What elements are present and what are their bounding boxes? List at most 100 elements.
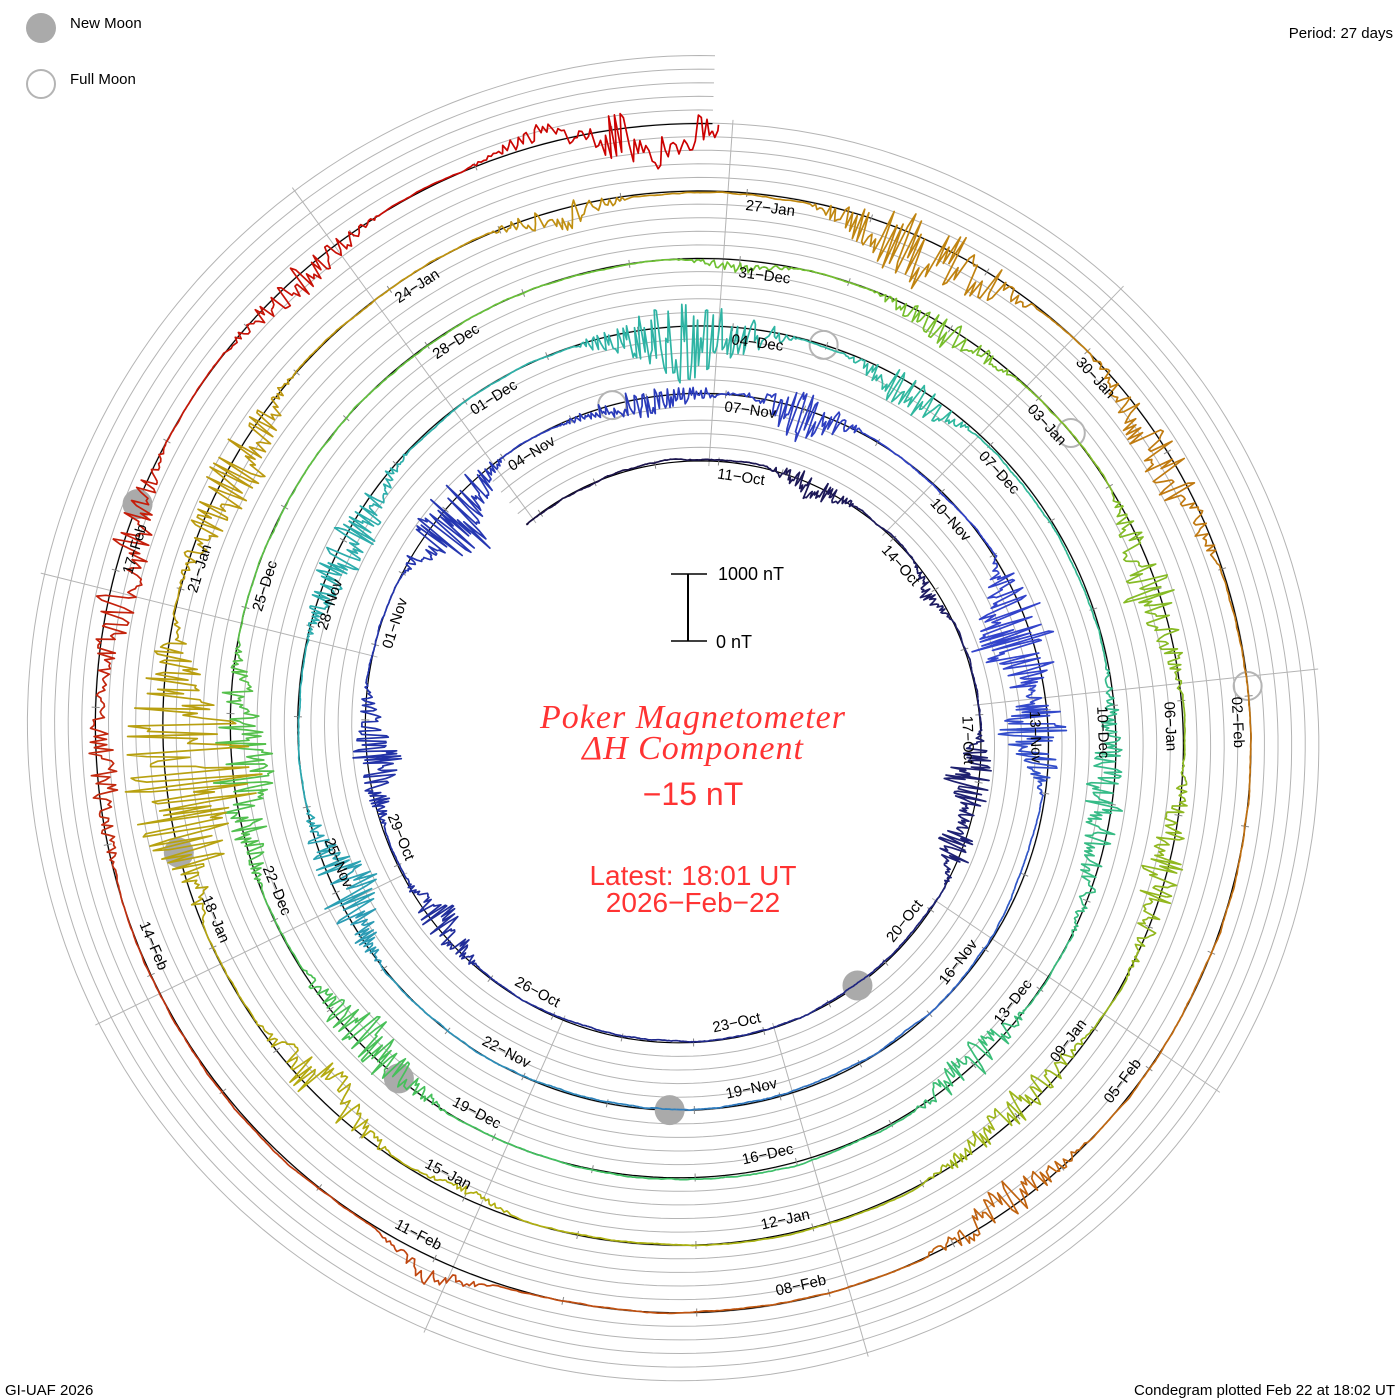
trace-segment bbox=[799, 338, 846, 355]
trace-segment bbox=[1112, 947, 1140, 1002]
date-label: 11−Oct bbox=[716, 465, 766, 489]
day-tick bbox=[339, 537, 348, 543]
day-tick bbox=[1218, 567, 1227, 571]
day-tick bbox=[731, 323, 734, 332]
latest-time: Latest: 18:01 UT bbox=[589, 860, 796, 891]
day-tick bbox=[326, 1006, 334, 1013]
grid-spiral bbox=[67, 95, 1279, 1341]
day-tick bbox=[176, 587, 185, 591]
full-moon-legend-icon bbox=[26, 69, 56, 99]
trace-segment bbox=[227, 397, 282, 461]
trace-segment bbox=[880, 1023, 916, 1051]
day-tick bbox=[473, 162, 478, 171]
trace-segment bbox=[1004, 686, 1067, 728]
trace-segment bbox=[833, 206, 899, 262]
trace-segment bbox=[443, 390, 482, 420]
trace-segment bbox=[549, 412, 588, 430]
day-tick bbox=[1177, 699, 1186, 702]
day-tick bbox=[1107, 803, 1116, 806]
date-label: 04−Dec bbox=[730, 331, 784, 355]
trace-segment bbox=[521, 348, 566, 368]
legend-full-moon: Full Moon bbox=[70, 71, 136, 88]
trace-segment bbox=[360, 364, 403, 403]
trace-segment bbox=[167, 1010, 206, 1070]
trace-segment bbox=[391, 561, 417, 594]
full-moon-marker bbox=[808, 329, 839, 360]
radial-grid-line bbox=[708, 119, 734, 467]
trace-segment bbox=[1242, 658, 1252, 724]
trace-segment bbox=[963, 344, 1015, 378]
trace-segment bbox=[302, 788, 322, 833]
trace-segment bbox=[749, 1022, 784, 1035]
trace-segment bbox=[171, 862, 209, 925]
trace-segment bbox=[299, 652, 307, 698]
day-tick bbox=[938, 488, 945, 496]
trace-segment bbox=[1030, 1044, 1077, 1093]
trace-segment bbox=[202, 923, 231, 980]
trace-segment bbox=[1088, 1090, 1135, 1142]
trace-segment bbox=[1085, 775, 1124, 822]
trace-segment bbox=[526, 506, 553, 526]
trace-segment bbox=[714, 1032, 750, 1041]
trace-segment bbox=[484, 447, 517, 481]
trace-segment bbox=[601, 1306, 669, 1315]
trace-segment bbox=[183, 500, 229, 565]
trace-segment bbox=[776, 1154, 826, 1171]
day-tick bbox=[332, 890, 340, 895]
trace-segment bbox=[732, 460, 765, 467]
trace-segment bbox=[881, 213, 962, 290]
trace-segment bbox=[420, 904, 459, 947]
trace-segment bbox=[1123, 560, 1175, 615]
trace-segment bbox=[1013, 375, 1056, 416]
radial-grid-line bbox=[931, 897, 1221, 1093]
full-moon-marker bbox=[1232, 670, 1263, 701]
trace-segment bbox=[539, 1007, 574, 1023]
trace-segment bbox=[215, 691, 267, 745]
trace-segment bbox=[431, 1097, 475, 1129]
trace-segment bbox=[803, 1069, 844, 1088]
trace-segment bbox=[646, 191, 710, 197]
radial-grid-line bbox=[95, 872, 408, 1026]
trace-segment bbox=[953, 791, 987, 829]
day-tick bbox=[1020, 872, 1029, 877]
trace-segment bbox=[138, 948, 170, 1012]
legend-new-moon: New Moon bbox=[70, 15, 142, 32]
trace-segment bbox=[544, 269, 599, 286]
trace-segment bbox=[95, 610, 130, 680]
trace-segment bbox=[643, 1038, 679, 1042]
trace-segment bbox=[478, 967, 509, 992]
date-label: 01−Nov bbox=[379, 595, 411, 650]
trace-segment bbox=[957, 630, 972, 663]
trace-segment bbox=[1054, 414, 1093, 460]
trace-segment bbox=[493, 284, 545, 307]
trace-segment bbox=[1202, 533, 1230, 596]
trace-segment bbox=[655, 303, 707, 384]
trace-segment bbox=[1158, 479, 1209, 537]
trace-segment bbox=[89, 678, 109, 749]
trace-segment bbox=[1100, 676, 1120, 728]
day-tick bbox=[442, 506, 449, 513]
current-value: −15 nT bbox=[643, 776, 744, 812]
chart-title: Poker Magnetometer bbox=[539, 699, 846, 736]
trace-segment bbox=[742, 392, 783, 417]
trace-segment bbox=[180, 357, 222, 417]
trace-segment bbox=[264, 899, 291, 948]
trace-segment bbox=[408, 418, 445, 451]
day-tick bbox=[802, 405, 807, 414]
trace-segment bbox=[938, 826, 974, 864]
trace-segment bbox=[844, 970, 875, 992]
trace-segment bbox=[246, 845, 267, 901]
radial-grid-line bbox=[40, 572, 378, 658]
date-label: 13−Nov bbox=[1026, 711, 1045, 764]
scale-top-label: 1000 nT bbox=[718, 564, 784, 584]
trace-segment bbox=[126, 687, 237, 746]
new-moon-marker bbox=[654, 1095, 685, 1126]
chart-subtitle: ΔH Component bbox=[580, 730, 804, 767]
day-tick bbox=[984, 268, 990, 276]
trace-segment bbox=[1009, 285, 1061, 327]
date-label: 03−Jan bbox=[1024, 401, 1070, 449]
trace-segment bbox=[1199, 916, 1226, 979]
trace-segment bbox=[996, 888, 1016, 929]
date-label: 10−Dec bbox=[1093, 706, 1112, 759]
trace-segment bbox=[407, 882, 442, 921]
